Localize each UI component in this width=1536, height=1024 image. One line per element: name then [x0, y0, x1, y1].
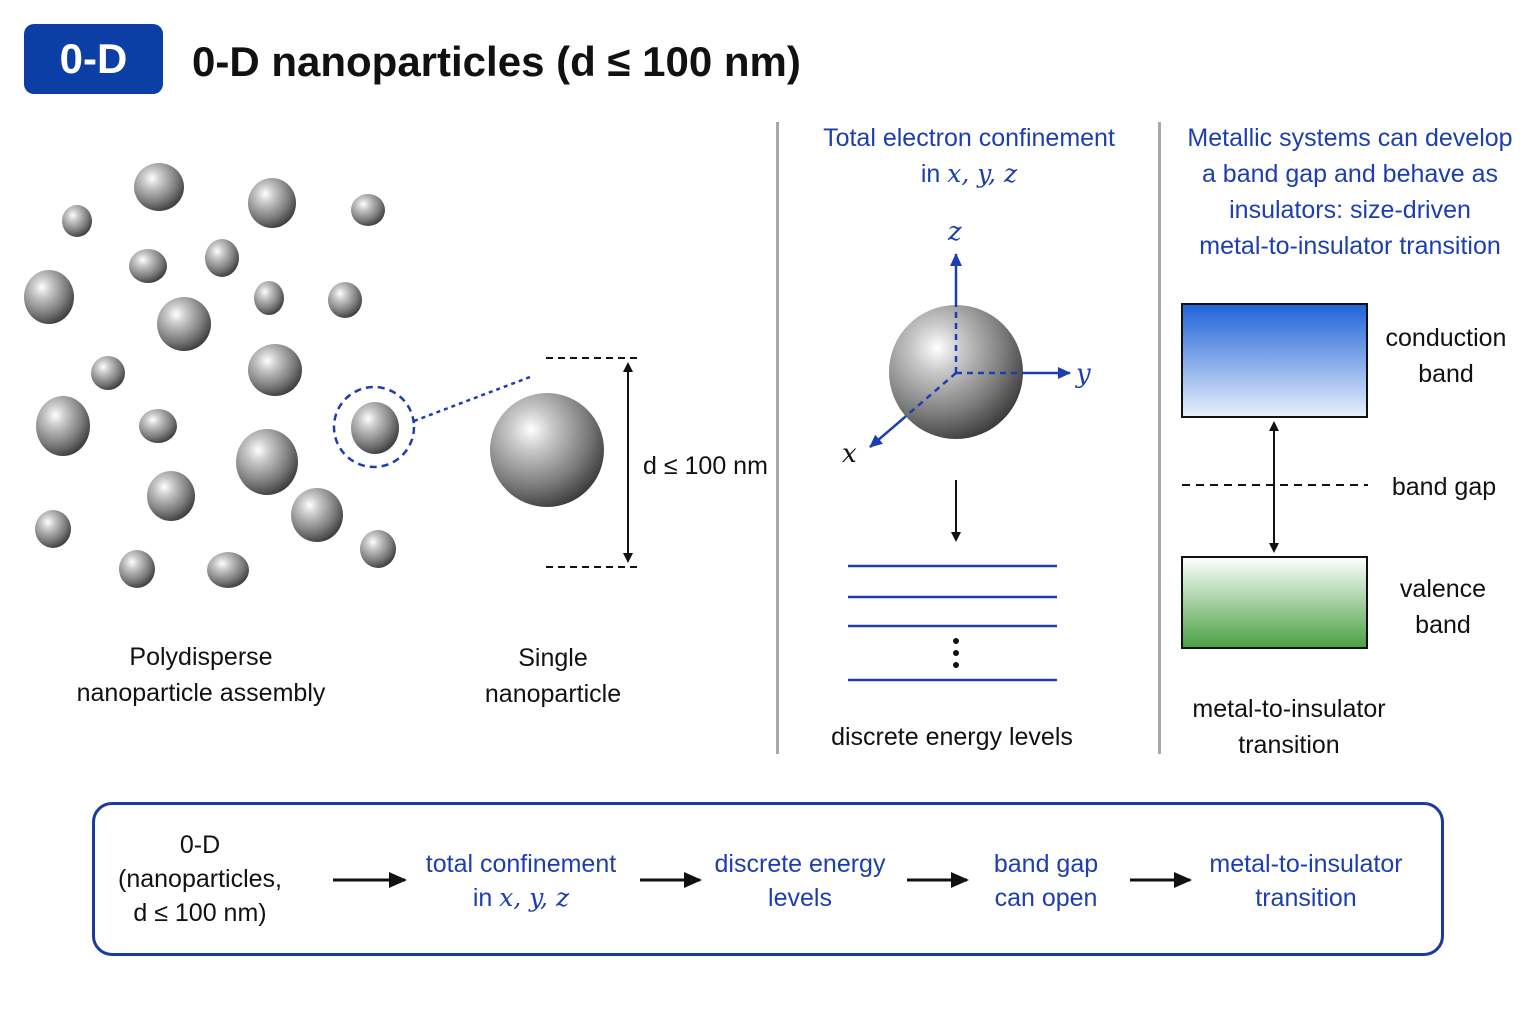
nanoparticle [129, 249, 167, 283]
nanoparticle [360, 530, 396, 568]
transition-caption: metal-to-insulator transition [1192, 691, 1385, 763]
ellipsis-dot [953, 650, 959, 656]
panel-divider [776, 122, 779, 754]
nanoparticle-assembly [24, 163, 399, 588]
nanoparticle [291, 488, 343, 542]
conduction-band-label: conduction band [1386, 320, 1507, 392]
bandgap-title: Metallic systems can develop a band gap … [1187, 120, 1512, 264]
flow-line: transition [1255, 884, 1357, 912]
nanoparticle [328, 282, 362, 318]
nanoparticle [254, 281, 284, 315]
caption-line: transition [1238, 731, 1340, 759]
flow-line: band gap [993, 850, 1099, 878]
nanoparticle [119, 550, 155, 588]
x-axis-arrow [869, 416, 906, 448]
flow-step-5: metal-to-insulator transition [1209, 847, 1402, 915]
panel-divider [1158, 122, 1161, 754]
caption-line: nanoparticle [484, 680, 622, 708]
nanoparticle [157, 297, 211, 351]
flow-line: total confinement [425, 850, 617, 878]
title-line: Metallic systems can develop [1187, 124, 1513, 152]
title-line: a band gap and behave as [1201, 160, 1499, 188]
valence-band-box [1181, 556, 1368, 649]
caption-line: Single [518, 644, 588, 672]
nanoparticle [24, 270, 74, 324]
diameter-label: d ≤ 100 nm [643, 452, 768, 480]
nanoparticle [248, 344, 302, 396]
ellipsis-dot [953, 662, 959, 668]
nanoparticle [36, 396, 90, 456]
page-title: 0-D nanoparticles (d ≤ 100 nm) [192, 38, 801, 85]
title-line: insulators: size-driven [1229, 196, 1471, 224]
caption-line: nanoparticle assembly [76, 679, 326, 707]
title-prefix: in [920, 160, 948, 188]
nanoparticle [207, 552, 249, 588]
nanoparticle [236, 429, 298, 495]
flow-line: d ≤ 100 nm) [133, 899, 267, 927]
caption-line: metal-to-insulator [1192, 695, 1386, 723]
flow-line: levels [768, 884, 832, 912]
nanoparticle [351, 194, 385, 226]
label-line: conduction [1385, 324, 1507, 352]
nanoparticle [91, 356, 125, 390]
conduction-band-box [1181, 303, 1368, 418]
summary-flow-box [92, 802, 1444, 956]
flow-line: metal-to-insulator [1209, 850, 1403, 878]
nanoparticle [134, 163, 184, 211]
axis-label-y: y [1076, 359, 1091, 389]
flow-line: discrete energy [714, 850, 886, 878]
flow-prefix: in [472, 884, 500, 912]
label-line: valence [1399, 575, 1487, 603]
axis-variables: x, y, z [947, 159, 1018, 188]
flow-step-4: band gap can open [994, 847, 1098, 915]
levels-caption: discrete energy levels [831, 723, 1073, 751]
caption-line: Polydisperse [129, 643, 273, 671]
single-nanoparticle [490, 393, 604, 507]
flow-step-2: total confinement in x, y, z [426, 847, 616, 915]
axis-variables: x, y, z [499, 883, 570, 912]
energy-levels [848, 564, 1057, 682]
flow-step-1: 0-D (nanoparticles, d ≤ 100 nm) [118, 828, 282, 930]
highlight-circle [332, 385, 416, 469]
label-line: band [1415, 611, 1471, 639]
nanoparticle [248, 178, 296, 228]
valence-band-label: valence band [1400, 571, 1486, 643]
flow-line: 0-D [179, 831, 221, 859]
nanoparticle [147, 471, 195, 521]
title-line: Total electron confinement [823, 124, 1115, 152]
nanoparticle [139, 409, 177, 443]
confinement-title: Total electron confinement in x, y, z [823, 120, 1115, 192]
nanoparticle [205, 239, 239, 277]
axis-label-x: x [842, 439, 857, 469]
band-gap-label: band gap [1391, 473, 1497, 501]
nanoparticle [62, 205, 92, 237]
highlighted-nanoparticle [351, 402, 399, 454]
flow-step-3: discrete energy levels [715, 847, 886, 915]
title-line: metal-to-insulator transition [1199, 232, 1501, 260]
flow-line: (nanoparticles, [118, 865, 282, 893]
axis-label-z: z [948, 217, 962, 247]
dimension-badge: 0-D [24, 24, 163, 94]
flow-line: in x, y, z [426, 881, 616, 915]
assembly-caption: Polydisperse nanoparticle assembly [77, 639, 326, 711]
label-line: band [1418, 360, 1474, 388]
x-axis-dashed [904, 372, 957, 418]
nanoparticle [35, 510, 71, 548]
single-caption: Single nanoparticle [485, 640, 621, 712]
title-line: in x, y, z [823, 156, 1115, 192]
flow-line: can open [994, 884, 1098, 912]
ellipsis-dot [953, 638, 959, 644]
